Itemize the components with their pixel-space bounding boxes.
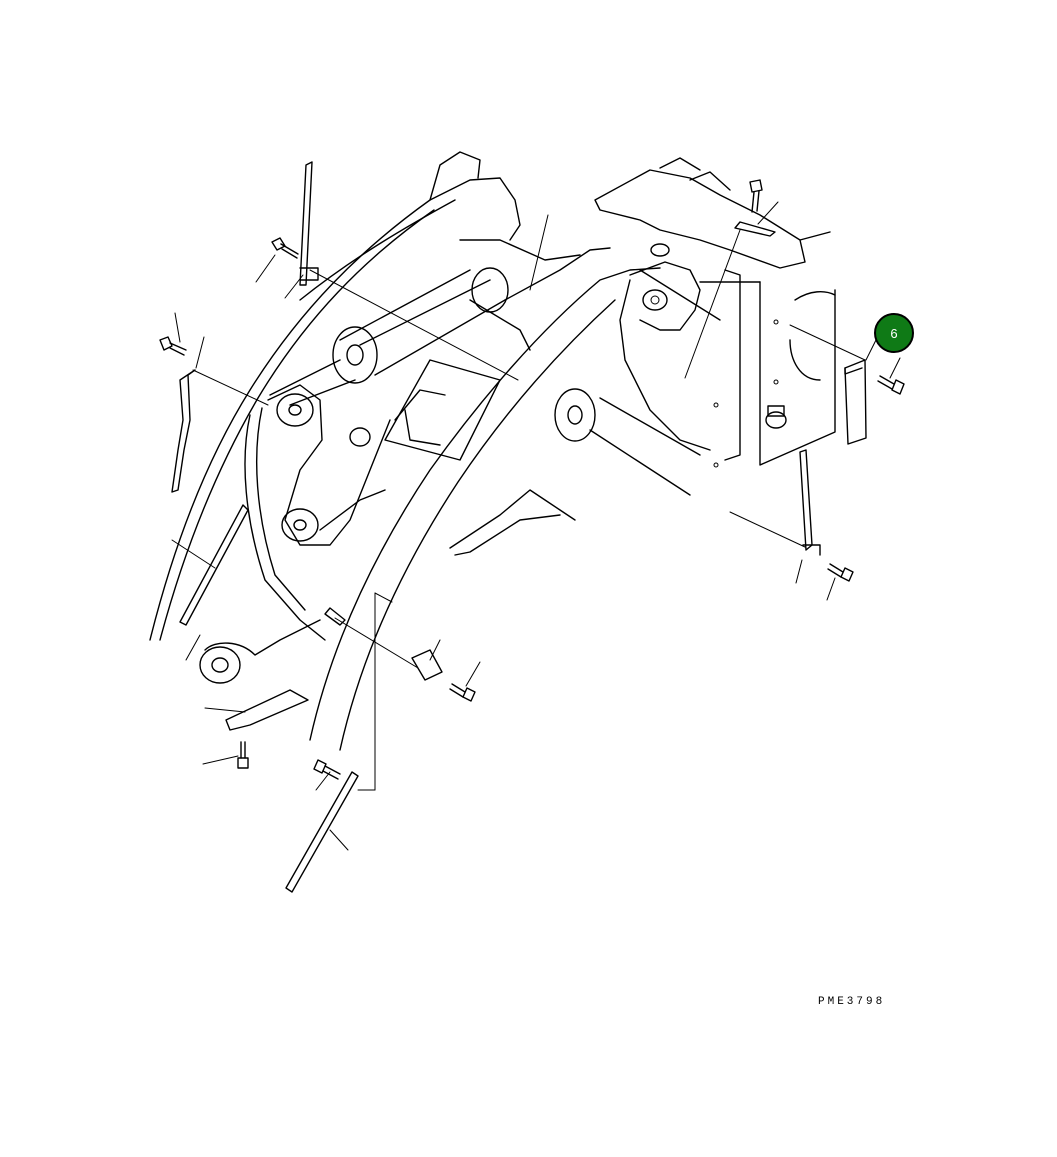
strip-part-left <box>171 369 249 626</box>
callout-6-badge[interactable]: 6 <box>874 313 914 353</box>
callout-6-label: 6 <box>890 325 898 341</box>
bolt-center <box>449 683 476 702</box>
right-boom-arm <box>309 261 711 751</box>
bracket-parts <box>225 221 776 731</box>
plate-part-callout-6 <box>844 359 867 445</box>
bolt-bottom <box>313 759 341 780</box>
center-cross-member <box>384 239 611 461</box>
strip-part-top-left <box>299 161 319 286</box>
strip-part-right <box>799 449 821 556</box>
lift-cylinder-right <box>554 269 721 496</box>
strip-part-bottom <box>285 771 359 893</box>
bolt-left <box>159 336 187 356</box>
bolt-right-callout-6 <box>877 375 905 395</box>
bolt-top-right <box>749 179 763 213</box>
bolt-lower-right <box>827 563 854 582</box>
bolt-top-left <box>271 237 299 259</box>
leader-lines <box>171 201 901 851</box>
drawing-code: PME3798 <box>818 996 886 1008</box>
bolt-lower-left <box>237 741 249 769</box>
rear-frame <box>594 157 836 468</box>
left-boom-arm <box>149 151 521 641</box>
bell-crank <box>199 393 386 684</box>
lift-cylinder-left <box>269 267 509 406</box>
